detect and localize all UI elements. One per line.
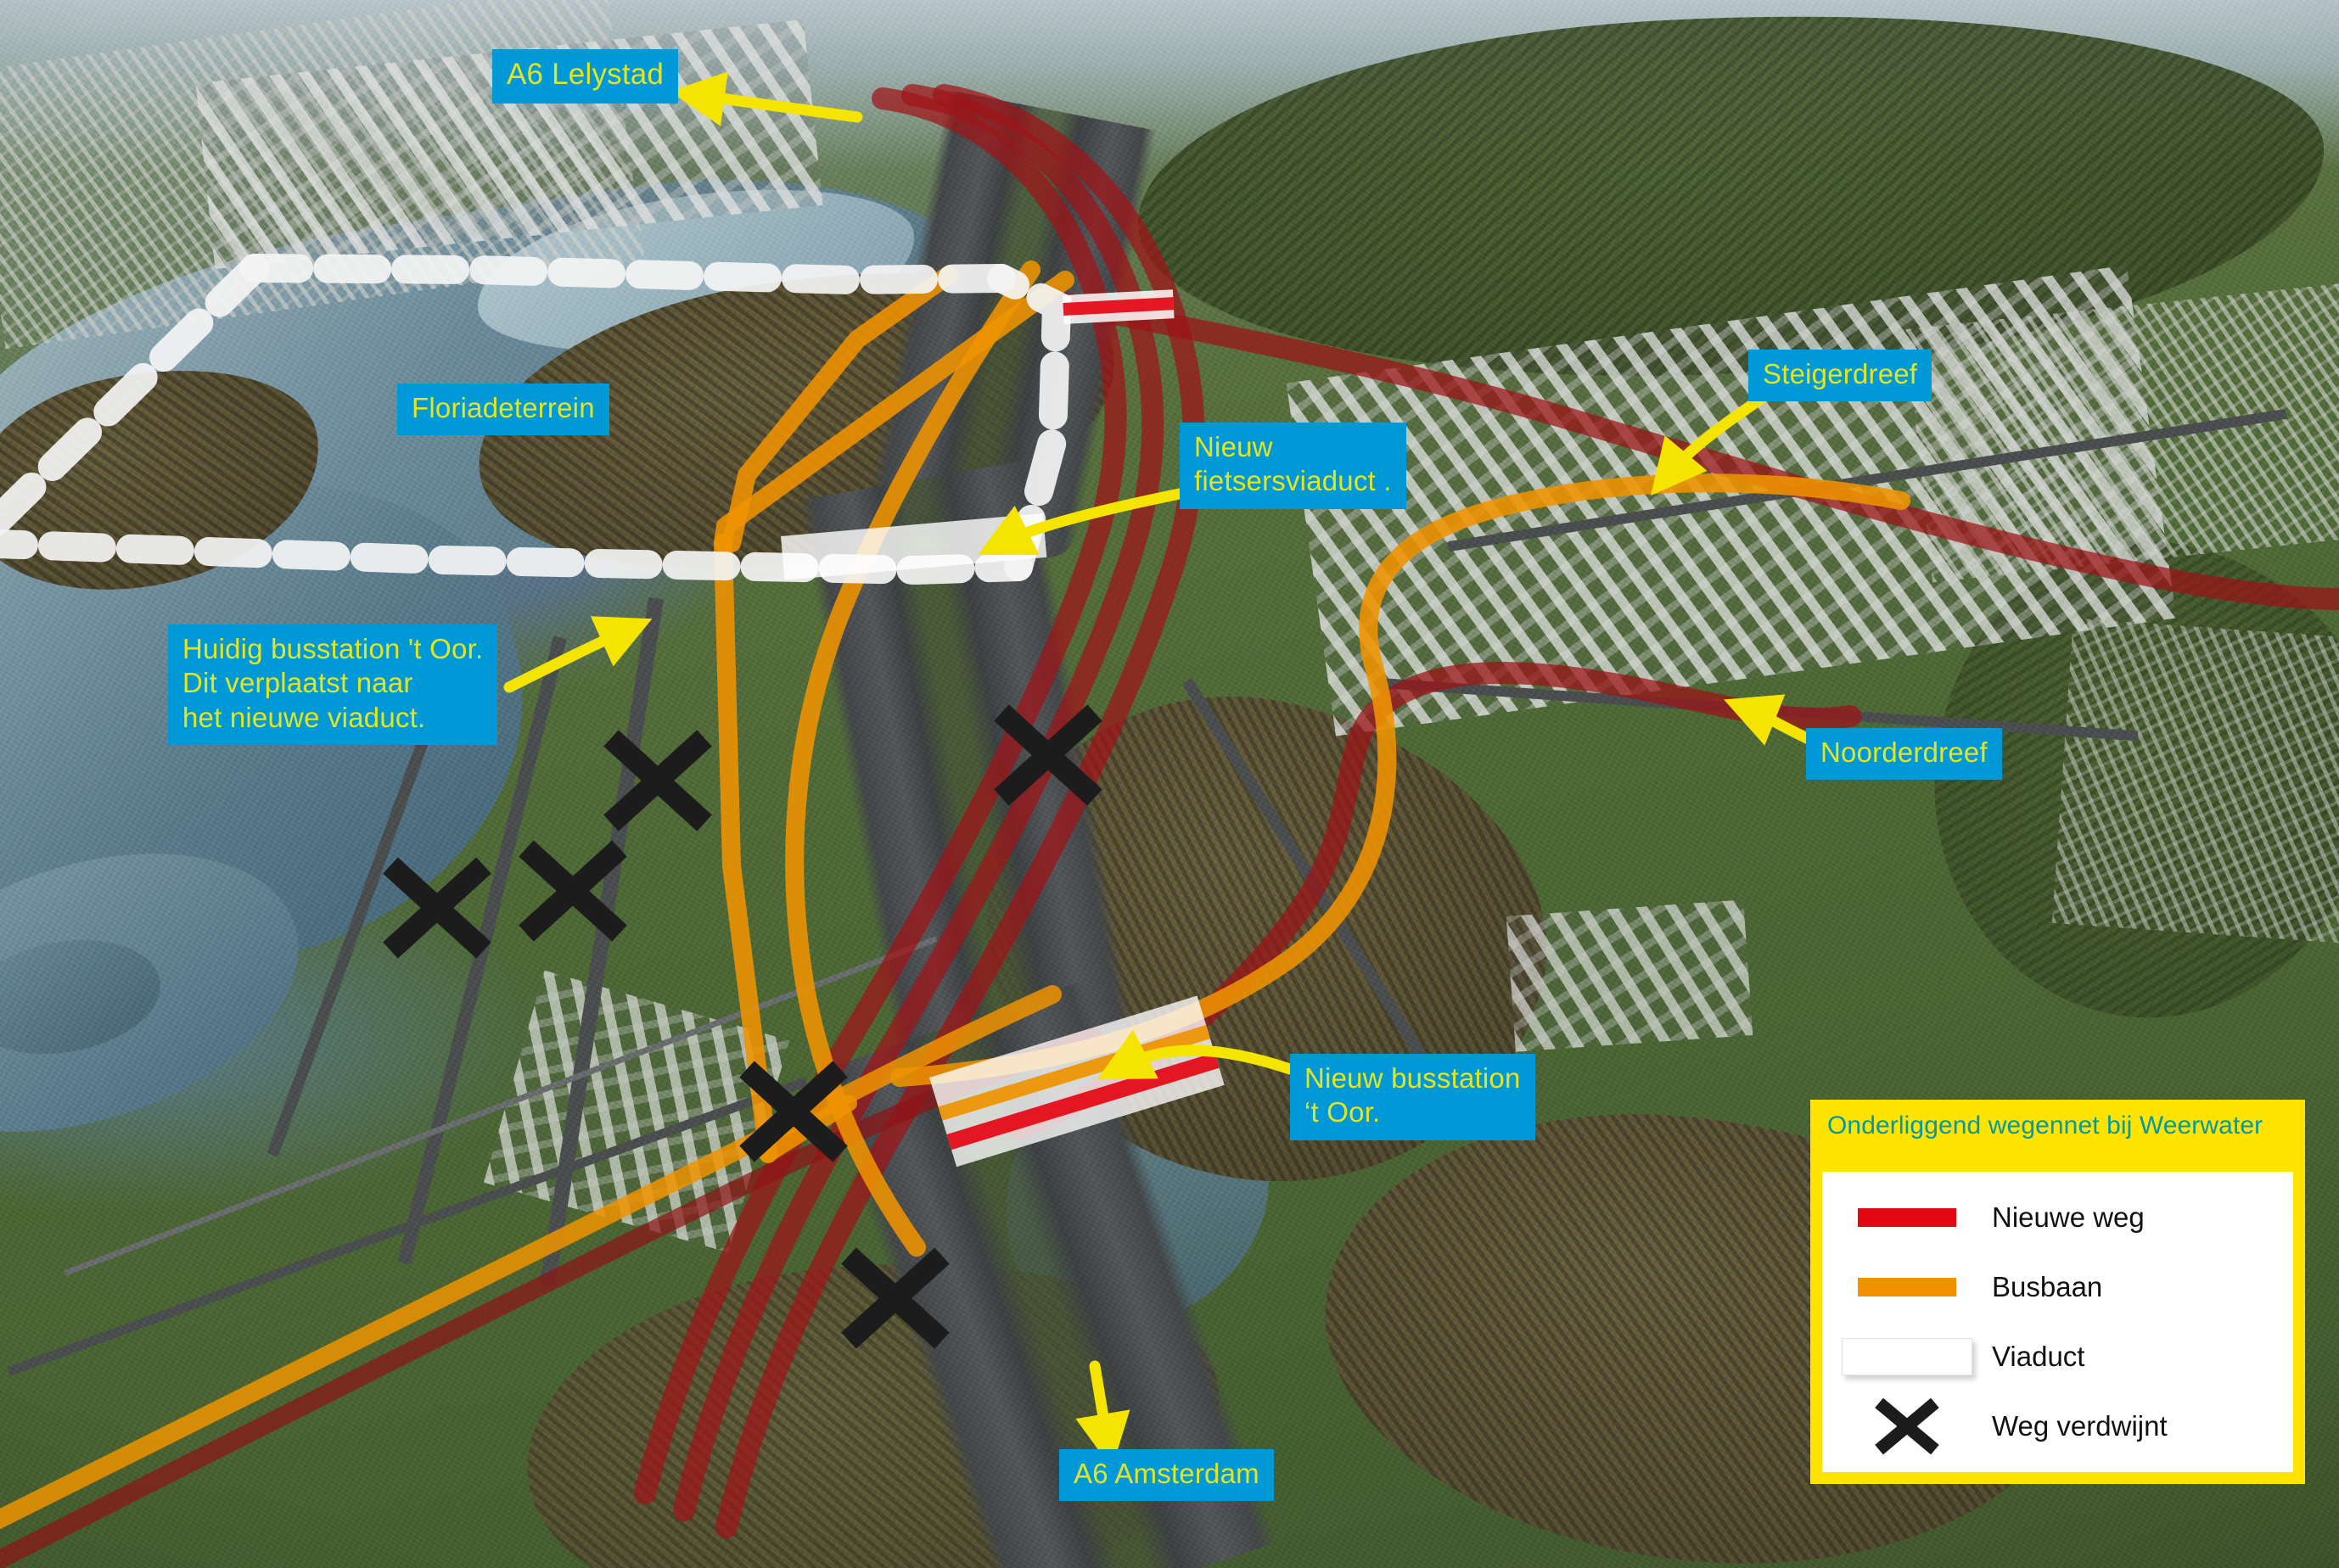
orange-line-icon [1858, 1278, 1956, 1296]
red-line-icon [1858, 1208, 1956, 1227]
callout-nieuw-busstation: Nieuw busstation ‘t Oor. [1290, 1054, 1535, 1140]
new-road-a6-east-1 [634, 87, 1127, 1504]
cross-5 [739, 1061, 848, 1162]
legend-swatch-viaduct [1822, 1338, 1992, 1375]
removed-road-crosses [383, 704, 1570, 1349]
legend-swatch-red-line [1822, 1208, 1992, 1227]
legend-row-nieuwe-weg: Nieuwe weg [1822, 1183, 2293, 1252]
cross-4 [994, 704, 1102, 806]
new-road-a6-east-2 [673, 84, 1164, 1521]
new-road-routes [634, 84, 1205, 1538]
legend-label-nieuwe-weg: Nieuwe weg [1992, 1201, 2145, 1233]
boundary-east-edge [987, 264, 1072, 581]
boundary-west-edge [0, 254, 269, 539]
busway-routes [0, 260, 1910, 1530]
callout-a6-lelystad: A6 Lelystad [492, 49, 679, 104]
new-road-a6-east-3 [715, 84, 1205, 1538]
busway-loop-outer [722, 266, 958, 552]
callout-a6-amsterdam: A6 Amsterdam [1059, 1449, 1274, 1502]
cross-icon [1875, 1394, 1939, 1459]
leader-arrows [503, 71, 1831, 1469]
boundary-south-edge [0, 529, 1033, 585]
legend-label-weg-verdwijnt: Weg verdwijnt [1992, 1410, 2168, 1442]
arrow-a6-amsterdam [1075, 1360, 1130, 1469]
cross-6 [841, 1247, 950, 1349]
busway-southwest-diagonal [0, 985, 1062, 1530]
callout-steigerdreef: Steigerdreef [1748, 350, 1932, 402]
callout-floriadeterrein: Floriadeterrein [397, 384, 609, 436]
busway-central-south [785, 260, 1040, 1257]
cross-7 [1477, 959, 1570, 1044]
viaduct-block-icon [1842, 1338, 1972, 1375]
cross-2 [519, 840, 627, 942]
legend-swatch-cross [1822, 1394, 1992, 1459]
viaduct-north-small [1063, 289, 1175, 324]
arrow-nieuw-busstation [1097, 1029, 1296, 1080]
legend-label-viaduct: Viaduct [1992, 1341, 2085, 1372]
legend-row-weg-verdwijnt: Weg verdwijnt [1822, 1392, 2293, 1461]
boundary-north-edge [240, 254, 1016, 295]
legend-items: Nieuwe weg Busbaan Viaduct Weg verdwijnt [1822, 1172, 2293, 1472]
cross-1 [603, 730, 712, 832]
callout-noorderdreef: Noorderdreef [1806, 728, 2002, 781]
legend-row-busbaan: Busbaan [1822, 1252, 2293, 1322]
callout-huidig-busstation: Huidig busstation 't Oor. Dit verplaatst… [168, 624, 498, 745]
cross-3 [383, 857, 491, 959]
legend-title: Onderliggend wegennet bij Weerwater [1827, 1112, 2263, 1140]
legend-label-busbaan: Busbaan [1992, 1271, 2103, 1302]
floriadeterrein-boundary [0, 254, 1072, 585]
arrow-nieuw-fietsersviaduct [978, 486, 1194, 555]
arrow-steigerdreef [1651, 384, 1780, 496]
callout-nieuw-fietsersviaduct: Nieuw fietsersviaduct . [1180, 423, 1406, 509]
legend-swatch-orange-line [1822, 1278, 1992, 1296]
arrow-huidig-busstation [503, 616, 653, 693]
legend-panel: Onderliggend wegennet bij Weerwater Nieu… [1810, 1100, 2305, 1484]
new-road-southwest-diagonal [0, 1028, 1104, 1568]
busway-loop-return [714, 534, 777, 1163]
arrow-a6-lelystad [670, 71, 863, 126]
legend-row-viaduct: Viaduct [1822, 1322, 2293, 1392]
